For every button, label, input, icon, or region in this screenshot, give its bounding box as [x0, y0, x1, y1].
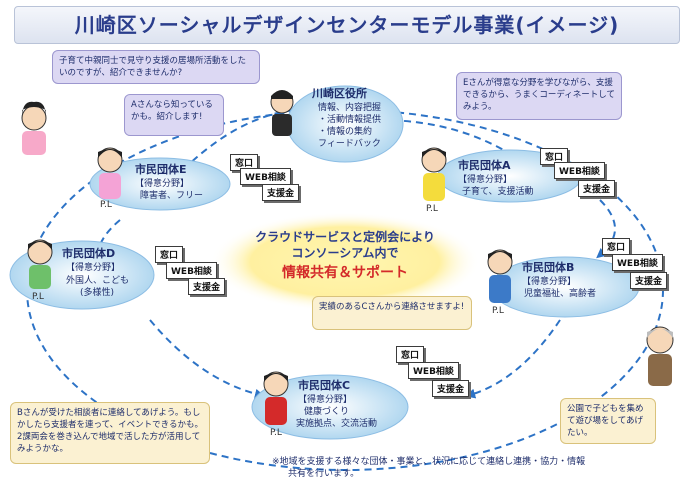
tag-web-d: WEB相談: [166, 262, 217, 279]
office-line-4: フィードバック: [318, 139, 381, 149]
group-d-name: 市民団体D: [62, 247, 116, 260]
office-name: 川崎区役所: [312, 87, 367, 100]
group-d-detail-1: 外国人、こども: [66, 276, 130, 286]
tag-window-c: 窓口: [396, 346, 425, 363]
group-c-ellipse: [251, 374, 409, 440]
group-d-field: 【得意分野】: [66, 263, 121, 273]
bubble-bottom-left: Bさんが受けた相談者に連絡してあげよう。もしかしたら支援者を連って、イベントでき…: [10, 402, 210, 464]
center-line-2: コンソーシアム内で: [291, 246, 399, 260]
tag-web-a: WEB相談: [554, 162, 605, 179]
group-e-name: 市民団体E: [135, 163, 187, 176]
tag-window-d: 窓口: [155, 246, 184, 263]
person-a: [421, 147, 447, 201]
tag-web-c: WEB相談: [408, 362, 459, 379]
group-b-field: 【得意分野】: [522, 277, 577, 287]
pl-label-c: P.L: [270, 428, 282, 438]
pl-label-b: P.L: [492, 306, 504, 316]
office-line-1: 情報、内容把握: [318, 103, 382, 113]
tag-support-c: 支援金: [432, 380, 470, 397]
tag-support-e: 支援金: [262, 184, 300, 201]
person-c: [263, 371, 289, 425]
bubble-bottom-right: 公園で子どもを集めて遊び場をしてあげたい。: [560, 398, 656, 444]
group-c-field: 【得意分野】: [298, 395, 353, 405]
person-b: [487, 249, 513, 303]
group-a-detail: 子育て、支援活動: [462, 187, 534, 197]
group-c-name: 市民団体C: [298, 379, 351, 392]
person-tl: [21, 101, 47, 155]
group-c-detail-1: 健康づくり: [304, 407, 350, 417]
group-e-detail: 障害者、フリー: [140, 191, 204, 201]
tag-web-e: WEB相談: [240, 168, 291, 185]
bubble-a-know: Aさんなら知っているかも。紹介します!: [124, 94, 224, 136]
group-a-name: 市民団体A: [458, 159, 511, 172]
group-b-name: 市民団体B: [522, 261, 575, 274]
bubble-top-left: 子育て中親同士で見守り支援の居場所活動をしたいのですが、紹介できませんか?: [52, 50, 260, 84]
office-line-2: ・活動情報提供: [318, 115, 382, 125]
tag-support-a: 支援金: [578, 180, 616, 197]
group-e-ellipse: [89, 157, 231, 211]
bubble-top-right: Eさんが得意な分野を学びながら、支援できるから、うまくコーディネートしてみよう。: [456, 72, 622, 120]
group-a-field: 【得意分野】: [458, 175, 513, 185]
tag-window-b: 窓口: [602, 238, 631, 255]
center-line-3: 情報共有＆サポート: [282, 265, 408, 281]
footnote-line-2: 共有を行います。: [288, 469, 360, 479]
tag-window-a: 窓口: [540, 148, 569, 165]
person-elder: [646, 326, 674, 386]
center-glow: [210, 212, 480, 312]
group-c-detail-2: 実施拠点、交流活動: [296, 419, 378, 429]
group-b-detail: 児童福祉、高齢者: [524, 289, 597, 299]
footnote: ※地域を支援する様々な団体・事業と、状況に応じて連絡し連携・協力・情報 共有を行…: [272, 456, 585, 480]
pl-label-a: P.L: [426, 204, 438, 214]
pl-label-d: P.L: [32, 292, 44, 302]
footnote-line-1: ※地域を支援する様々な団体・事業と、状況に応じて連絡し連携・協力・情報: [272, 457, 586, 467]
center-line-1: クラウドサービスと定例会により: [255, 230, 435, 244]
office-line-3: ・情報の集約: [318, 127, 373, 137]
person-e: [97, 147, 123, 199]
flow-line-bottom-left: [149, 319, 265, 399]
bubble-middle: 実績のあるCさんから連絡させますよ!: [312, 296, 472, 330]
tag-support-b: 支援金: [630, 272, 668, 289]
flow-line-bottom-right: [465, 319, 561, 399]
person-d: [27, 239, 53, 289]
pl-label-e: P.L: [100, 200, 112, 210]
group-e-field: 【得意分野】: [135, 179, 190, 189]
group-d-detail-2: (多様性): [80, 288, 115, 298]
tag-web-b: WEB相談: [612, 254, 663, 271]
person-office: [270, 90, 294, 136]
page-title: 川崎区ソーシャルデザインセンターモデル事業(イメージ): [14, 6, 680, 44]
tag-support-d: 支援金: [188, 278, 226, 295]
